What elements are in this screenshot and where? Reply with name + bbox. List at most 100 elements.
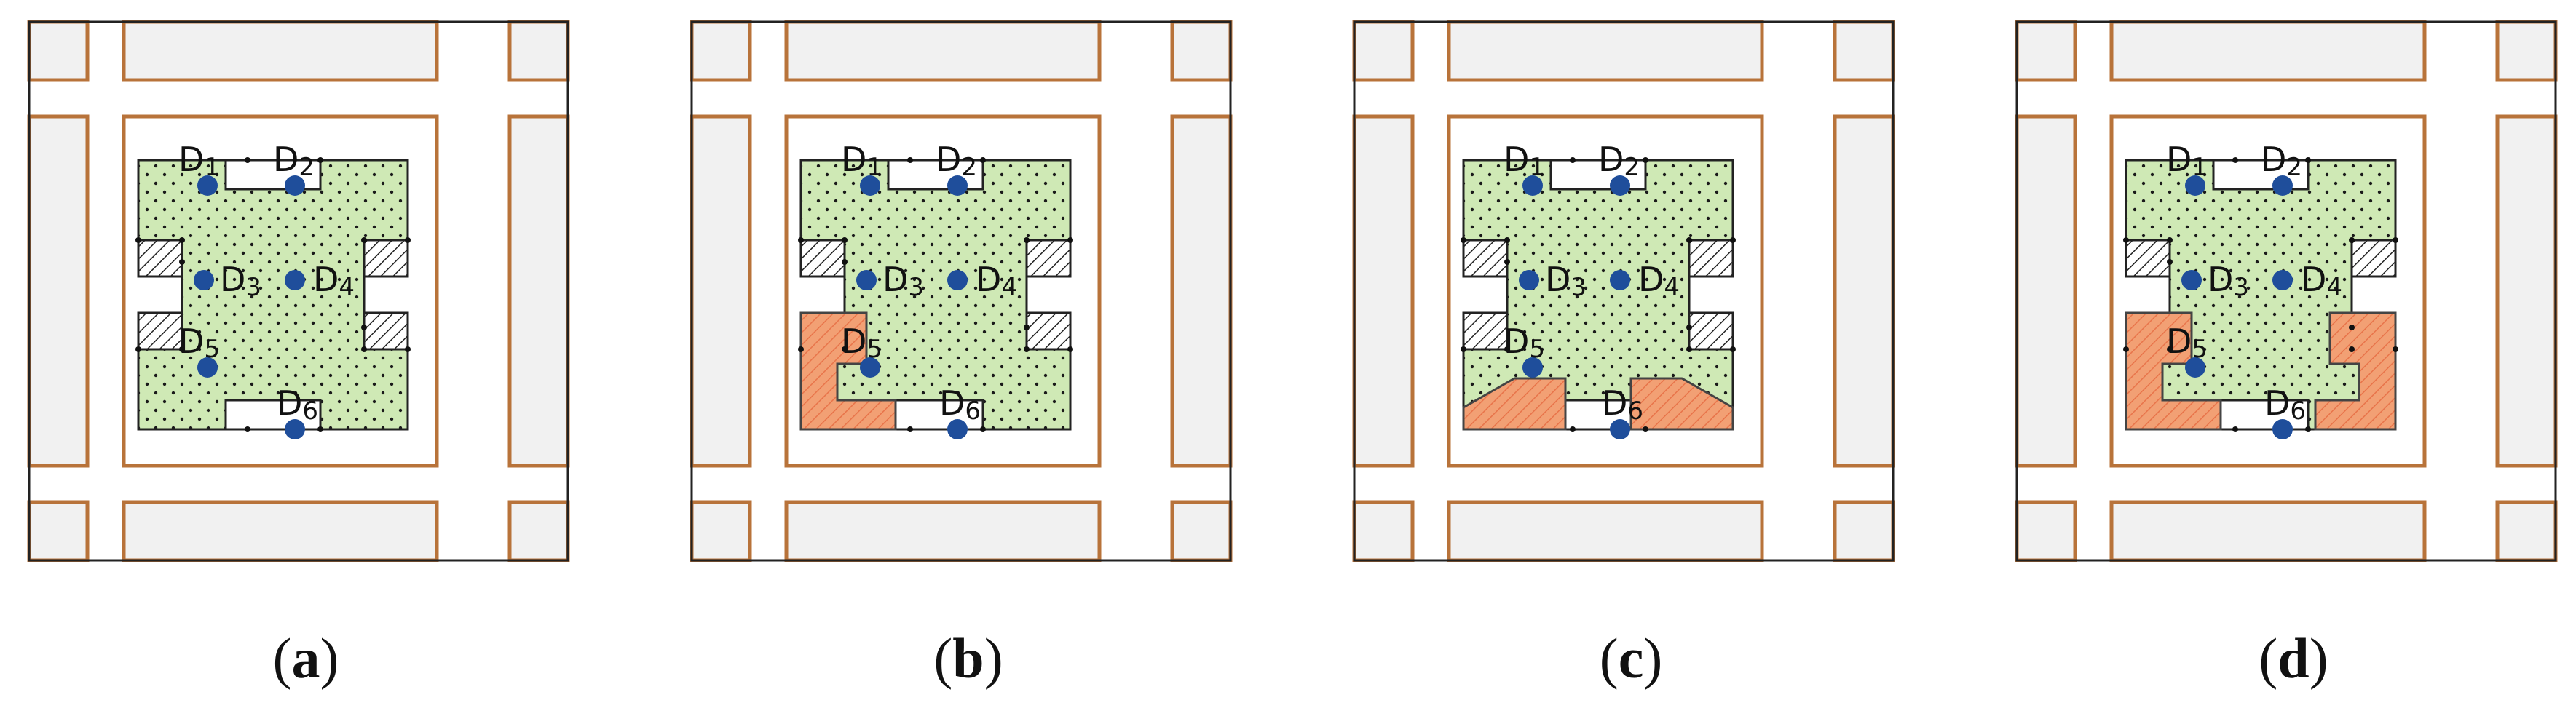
city-block	[1170, 20, 1233, 82]
city-block	[2015, 20, 2077, 82]
sensor-6-dot	[1610, 419, 1630, 439]
city-block	[1352, 500, 1415, 562]
corridor-bottom	[887, 399, 984, 431]
sensor-1-label: D1	[178, 140, 220, 182]
city-block	[27, 500, 90, 562]
city-block	[784, 500, 1102, 562]
city-block	[1447, 20, 1764, 82]
vertex-dot	[2232, 157, 2238, 163]
city-block	[507, 500, 570, 562]
caption-b: (b)	[933, 626, 1003, 690]
city-block	[690, 114, 752, 468]
vertex-dot	[361, 237, 367, 243]
sensor-1-dot	[2185, 175, 2205, 196]
vertex-dot	[1686, 325, 1692, 330]
city-block	[507, 114, 570, 468]
caption-d: (d)	[2259, 626, 2328, 690]
vertex-dot	[179, 237, 185, 243]
city-block	[27, 20, 90, 82]
vertex-dot	[1570, 426, 1576, 432]
city-block	[122, 20, 439, 82]
vertex-dot	[1643, 426, 1648, 432]
sensor-5-label: D5	[178, 322, 220, 364]
vertex-dot	[980, 157, 986, 163]
sensor-3-dot	[1519, 270, 1539, 290]
sensor-2-dot	[1610, 175, 1630, 196]
vertex-dot	[2167, 346, 2173, 352]
sensor-5-label: D5	[841, 322, 882, 364]
city-block	[1170, 114, 1233, 468]
vertex-dot	[1504, 237, 1510, 243]
vertex-dot	[317, 426, 323, 432]
vertex-dot	[1730, 346, 1736, 352]
vertex-dot	[245, 157, 250, 163]
sensor-6-dot	[947, 419, 968, 439]
caption-letter: d	[2277, 626, 2310, 690]
corridor-bottom	[224, 399, 322, 431]
city-block	[1833, 114, 1895, 468]
sensor-3-label: D3	[882, 260, 924, 302]
sensor-2-dot	[285, 175, 305, 196]
vertex-dot	[1686, 237, 1692, 243]
sensor-6-label: D6	[2264, 383, 2306, 426]
vertex-dot	[179, 259, 185, 265]
vertex-dot	[135, 346, 141, 352]
sensor-3-label: D3	[2208, 260, 2249, 302]
vertex-dot	[2393, 346, 2398, 352]
vertex-dot	[2232, 426, 2238, 432]
city-block	[2495, 500, 2558, 562]
city-block	[1447, 500, 1764, 562]
caption-letter: c	[1618, 626, 1644, 690]
vertex-dot	[2349, 237, 2355, 243]
sensor-5-dot	[1522, 357, 1543, 378]
vertex-dot	[1067, 237, 1073, 243]
vertex-dot	[2349, 325, 2355, 330]
vertex-dot	[1024, 237, 1030, 243]
corridor-bottom	[1549, 399, 1647, 431]
vertex-dot	[1024, 325, 1030, 330]
city-block	[1352, 20, 1415, 82]
sensor-2-dot	[947, 175, 968, 196]
vertex-dot	[2305, 426, 2311, 432]
sensor-4-label: D4	[2301, 260, 2342, 302]
sensor-6-label: D6	[277, 383, 318, 426]
sensor-2-dot	[2272, 175, 2293, 196]
vertex-dot	[2349, 346, 2355, 352]
vertex-dot	[361, 346, 367, 352]
sensor-5-label: D5	[2166, 322, 2208, 364]
city-block	[1352, 114, 1415, 468]
vertex-dot	[2123, 346, 2129, 352]
sensor-1-label: D1	[2166, 140, 2208, 182]
sensor-6-dot	[285, 419, 305, 439]
vertex-dot	[317, 157, 323, 163]
vertex-dot	[1643, 157, 1648, 163]
vertex-dot	[1686, 346, 1692, 352]
vertex-dot	[179, 346, 185, 352]
vertex-dot	[980, 426, 986, 432]
vertex-dot	[798, 346, 804, 352]
vertex-dot	[907, 426, 913, 432]
vertex-dot	[405, 237, 411, 243]
sensor-1-dot	[197, 175, 218, 196]
sensor-4-label: D4	[1638, 260, 1680, 302]
vertex-dot	[842, 346, 848, 352]
orange-region-bottom-left	[2125, 311, 2222, 431]
sensor-2-label: D2	[273, 140, 315, 182]
orange-region-bottom-strip-left	[1462, 377, 1567, 431]
sensor-4-label: D4	[313, 260, 355, 302]
vertex-dot	[842, 259, 848, 265]
city-block	[2015, 114, 2077, 468]
vertex-dot	[1504, 346, 1510, 352]
vertex-dot	[842, 237, 848, 243]
vertex-dot	[245, 426, 250, 432]
vertex-dot	[1504, 259, 1510, 265]
sensor-1-label: D1	[841, 140, 882, 182]
orange-region-bottom-strip-right	[1629, 377, 1734, 431]
sensor-1-label: D1	[1504, 140, 1545, 182]
sensor-5-label: D5	[1504, 322, 1545, 364]
vertex-dot	[2305, 157, 2311, 163]
sensor-4-dot	[285, 270, 305, 290]
